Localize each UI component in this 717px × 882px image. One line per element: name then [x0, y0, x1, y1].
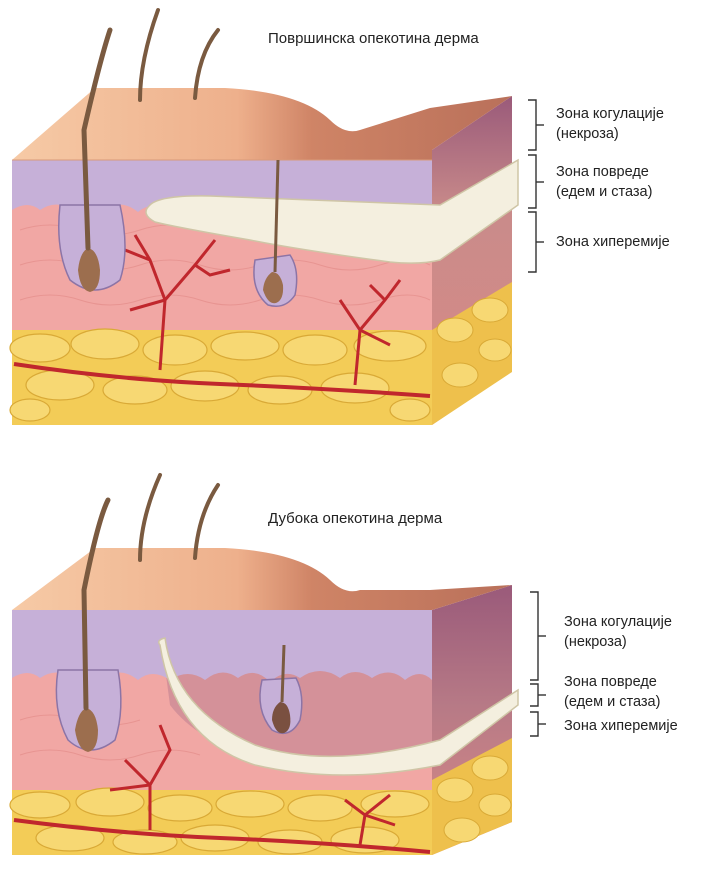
superficial-burn-illustration [0, 0, 717, 440]
deep-burn-illustration [0, 440, 717, 882]
hyperemia-zone-label: Зона хиперемије [564, 716, 678, 736]
deep-burn-panel: Дубока опекотина дерма Зона когулације (… [0, 440, 717, 882]
stasis-zone-note: (едем и стаза) [564, 692, 660, 712]
zone-brackets [528, 100, 544, 272]
hair-strand [195, 485, 218, 558]
hyperemia-zone-label: Зона хиперемије [556, 232, 670, 252]
hair-strand [140, 10, 158, 100]
stasis-zone-name: Зона повреде [556, 162, 652, 182]
coagulation-zone-name: Зона когулације [564, 612, 672, 632]
panel-title: Површинска опекотина дерма [268, 30, 479, 47]
stasis-zone-label: Зона повреде (едем и стаза) [556, 162, 652, 202]
hyperemia-zone-name: Зона хиперемије [564, 716, 678, 736]
coagulation-zone-name: Зона когулације [556, 104, 664, 124]
coagulation-zone-note: (некроза) [556, 124, 664, 144]
stasis-zone-name: Зона повреде [564, 672, 660, 692]
superficial-burn-panel: Површинска опекотина дерма Зона когулаци… [0, 0, 717, 440]
coagulation-zone-label: Зона когулације (некроза) [556, 104, 664, 144]
coagulation-zone-label: Зона когулације (некроза) [564, 612, 672, 652]
zone-brackets [530, 592, 546, 736]
hair-strand [140, 475, 160, 560]
coagulation-zone-note: (некроза) [564, 632, 672, 652]
panel-title: Дубока опекотина дерма [268, 510, 442, 527]
stasis-zone-note: (едем и стаза) [556, 182, 652, 202]
hyperemia-zone-name: Зона хиперемије [556, 232, 670, 252]
stasis-zone-label: Зона повреде (едем и стаза) [564, 672, 660, 712]
hair-strand [195, 30, 218, 98]
